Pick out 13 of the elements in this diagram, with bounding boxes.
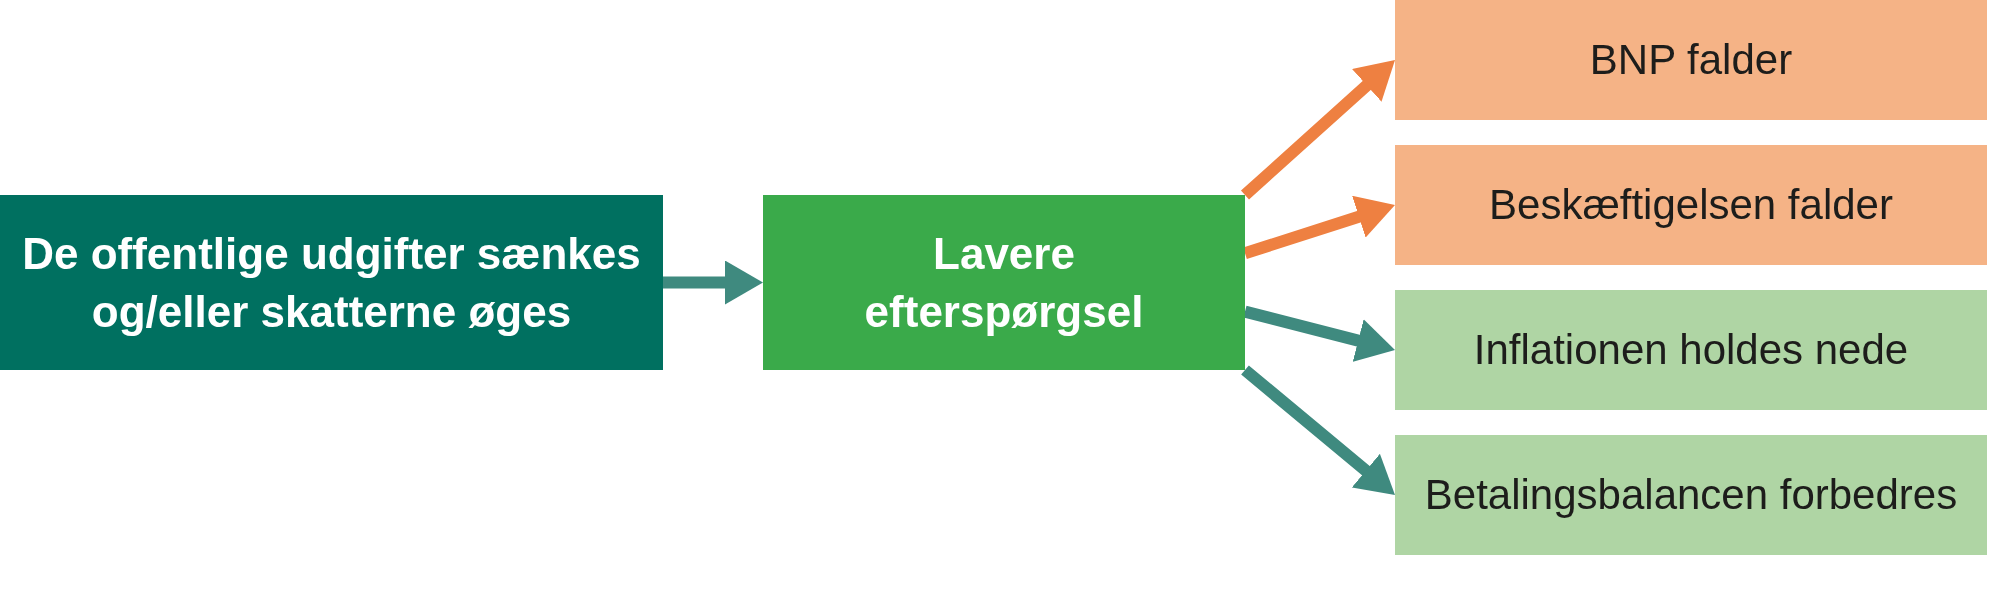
box-label: De offentlige udgifter sænkes og/eller skatterne øges [21,228,642,338]
outcome-box [1395,0,1987,120]
arrow [663,260,763,305]
box-label: BNP falder [1589,34,1793,85]
outcome-box [1395,435,1987,555]
box-label: Inflationen holdes nede [1473,324,1909,375]
outcome-box [1395,145,1987,265]
outcome-box [1395,290,1987,410]
box-label: Betalingsbalancen forbedres [1424,469,1958,520]
box-label: Beskæftigelsen falder [1489,179,1893,230]
process-box [763,195,1245,370]
box-label: Lavere efterspørgsel [863,228,1145,338]
process-box [0,195,663,370]
